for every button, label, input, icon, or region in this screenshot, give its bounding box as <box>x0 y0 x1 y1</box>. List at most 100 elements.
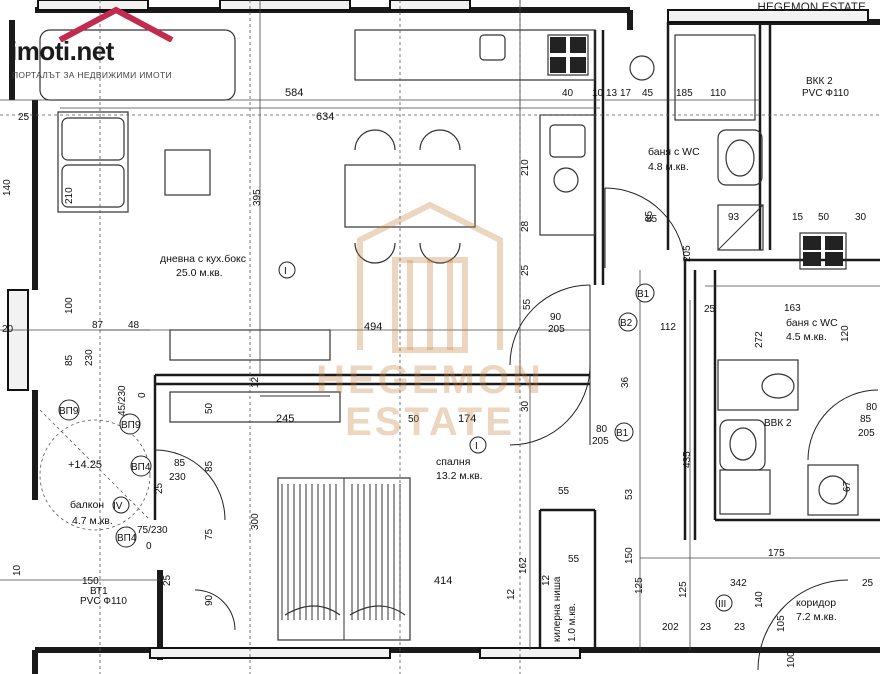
dimension-label: 150 <box>624 547 635 564</box>
dimension-label: 48 <box>128 320 140 331</box>
pipe-label: PVC Ф110 <box>80 596 127 607</box>
dimension-label: 300 <box>250 513 261 530</box>
dimension-label: 10 <box>12 564 23 576</box>
dimension-label: 205 <box>592 436 609 447</box>
dimension-label: 80 <box>596 424 608 435</box>
living-room-area: 25.0 м.кв. <box>176 267 223 279</box>
dimension-label: 100 <box>786 651 797 668</box>
closet-area: 1.0 м.кв. <box>567 603 578 642</box>
dimension-label: 55 <box>568 554 580 565</box>
dimension-label: 395 <box>252 189 263 206</box>
dimension-label: 36 <box>620 376 631 388</box>
door-code: B1 <box>616 428 629 439</box>
room-labels: дневна с кух.бокс 25.0 м.кв. I спалня 13… <box>68 146 838 642</box>
door-code: B1 <box>637 289 650 300</box>
dimension-label: 50 <box>204 402 215 414</box>
roof-icon <box>58 6 174 42</box>
dimension-label: 120 <box>840 325 851 342</box>
dimension-label: 272 <box>754 331 765 348</box>
balcony-level: +14.25 <box>68 459 102 471</box>
dimension-label: 85 <box>644 210 655 222</box>
dimension-label: 230 <box>169 472 186 483</box>
dimension-label: 494 <box>364 321 382 333</box>
living-room-name: дневна с кух.бокс <box>160 253 246 265</box>
balcony-marker: IV <box>113 501 123 512</box>
bath2-area: 4.5 м.кв. <box>786 331 827 343</box>
dimension-label: 55 <box>522 298 533 310</box>
window-code: ВП9 <box>59 406 79 417</box>
dimension-label: 90 <box>204 594 215 606</box>
kitchen-counter <box>354 29 596 236</box>
dimension-label: 25 <box>704 304 716 315</box>
dimension-label: 202 <box>662 622 679 633</box>
dimension-label: 140 <box>754 591 765 608</box>
markers <box>58 261 733 612</box>
corridor-area: 7.2 м.кв. <box>796 611 837 623</box>
dimension-label: 87 <box>92 320 104 331</box>
dimension-label: 67 <box>842 480 853 492</box>
dimension-label: 55 <box>558 486 570 497</box>
corridor-name: коридор <box>796 597 836 609</box>
door-swings <box>154 187 879 671</box>
pipe-label: ВВК 2 <box>764 418 792 429</box>
dimension-lines <box>0 0 880 650</box>
bath2-name: баня с WC <box>786 317 838 329</box>
dimension-label: 175 <box>768 548 785 559</box>
dimension-label: 584 <box>285 87 303 99</box>
bedroom-area: 13.2 м.кв. <box>436 470 483 482</box>
dimension-label: 50 <box>408 414 420 425</box>
dimension-label: 12 <box>506 588 517 600</box>
dimension-label: 185 <box>676 88 693 99</box>
dimension-label: 205 <box>548 324 565 335</box>
dimension-label: 40 <box>562 88 574 99</box>
dimension-label: 50 <box>818 212 830 223</box>
dimension-label: 28 <box>520 220 531 232</box>
dimension-label: 210 <box>64 187 75 204</box>
dimension-label: 105 <box>776 615 787 632</box>
dimension-label: 25 <box>18 112 30 123</box>
dimension-labels: 584 634 40 10 13 17 45 185 110 25 140 21… <box>2 87 878 668</box>
dimension-label: 30 <box>520 400 531 412</box>
element-codes: B1 B2 B1 ВП9 ВП9 ВП4 ВП4 ВКК 2 PVC Ф110 … <box>59 76 849 607</box>
dimension-label: 20 <box>2 324 14 335</box>
logo-name: imoti.net <box>10 36 114 66</box>
dimension-label: 205 <box>858 428 875 439</box>
dimension-label: 12 <box>541 574 552 586</box>
site-logo[interactable]: imoti.net ПОРТАЛЪТ ЗА НЕДВИЖИМИ ИМОТИ <box>6 6 196 86</box>
dimension-label: 25 <box>520 264 531 276</box>
dimension-label: 12 <box>250 376 261 388</box>
dimension-label: 112 <box>660 322 676 333</box>
dining-table <box>344 129 476 264</box>
logo-subtitle: ПОРТАЛЪТ ЗА НЕДВИЖИМИ ИМОТИ <box>12 70 172 80</box>
dimension-label: 163 <box>784 303 801 314</box>
dimension-label: 100 <box>64 297 75 314</box>
dimension-label: 634 <box>316 111 334 123</box>
stove-tile-right <box>799 232 847 270</box>
dimension-label: 0 <box>137 392 148 398</box>
dimension-label: 23 <box>700 622 712 633</box>
bath1-name: баня с WC <box>648 146 700 158</box>
dimension-label: 23 <box>734 622 746 633</box>
dimension-label: 140 <box>2 179 13 196</box>
dimension-label: 10 <box>592 88 604 99</box>
closet-name: килерна ниша <box>552 576 563 642</box>
dimension-label: 85 <box>64 354 75 366</box>
dimension-label: 90 <box>550 312 562 323</box>
door-code: B2 <box>620 318 633 329</box>
dimension-label: 435 <box>682 451 693 468</box>
dimension-label: 53 <box>624 488 635 500</box>
wardrobe <box>169 391 341 423</box>
bedroom-marker: I <box>475 441 478 452</box>
corridor-marker: III <box>718 599 726 610</box>
window-code: ВП4 <box>117 533 137 544</box>
dimension-label: 80 <box>866 402 878 413</box>
dimension-label: 15 <box>792 212 804 223</box>
dimension-label: 93 <box>728 212 740 223</box>
sofa-set <box>39 29 236 213</box>
dimension-label: 0 <box>146 541 152 552</box>
dimension-label: 85 <box>174 458 186 469</box>
bedroom-name: спалня <box>436 456 470 468</box>
dimension-label: 45/230 <box>117 385 128 416</box>
